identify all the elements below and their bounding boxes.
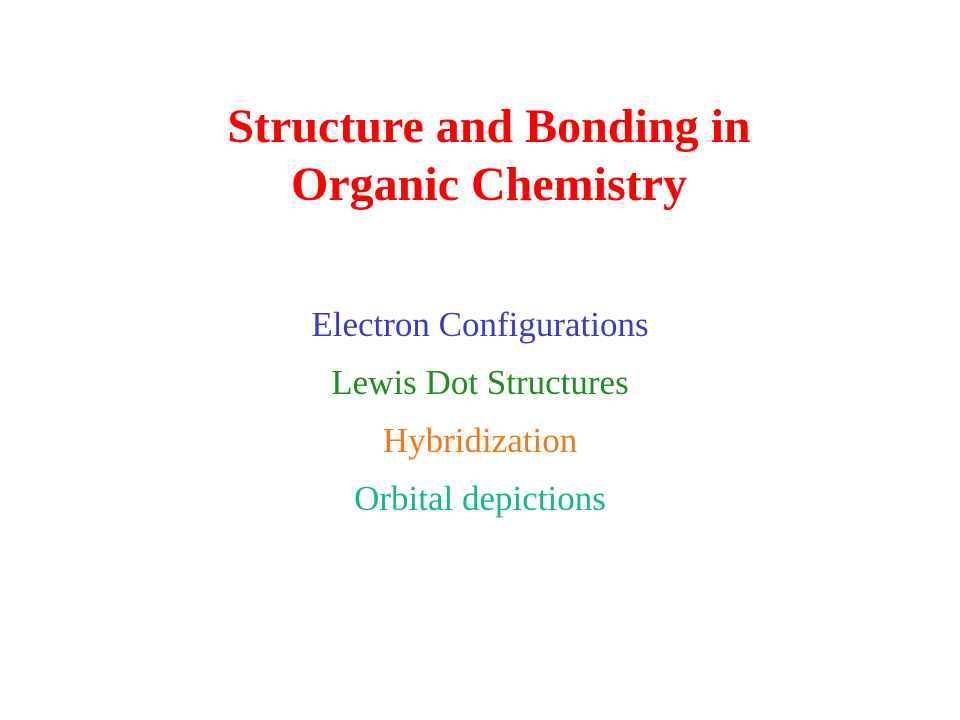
topic-orbital-depictions: Orbital depictions [354,479,606,518]
topic-lewis-dot-structures: Lewis Dot Structures [331,363,629,402]
topic-list: Electron Configurations Lewis Dot Struct… [0,296,960,528]
topic-hybridization: Hybridization [382,421,578,460]
slide-title-line-1: Structure and Bonding in [227,100,751,153]
slide-title: Structure and Bonding in Organic Chemist… [0,98,960,214]
topic-electron-configurations: Electron Configurations [311,305,649,344]
slide-title-line-2: Organic Chemistry [291,158,687,211]
